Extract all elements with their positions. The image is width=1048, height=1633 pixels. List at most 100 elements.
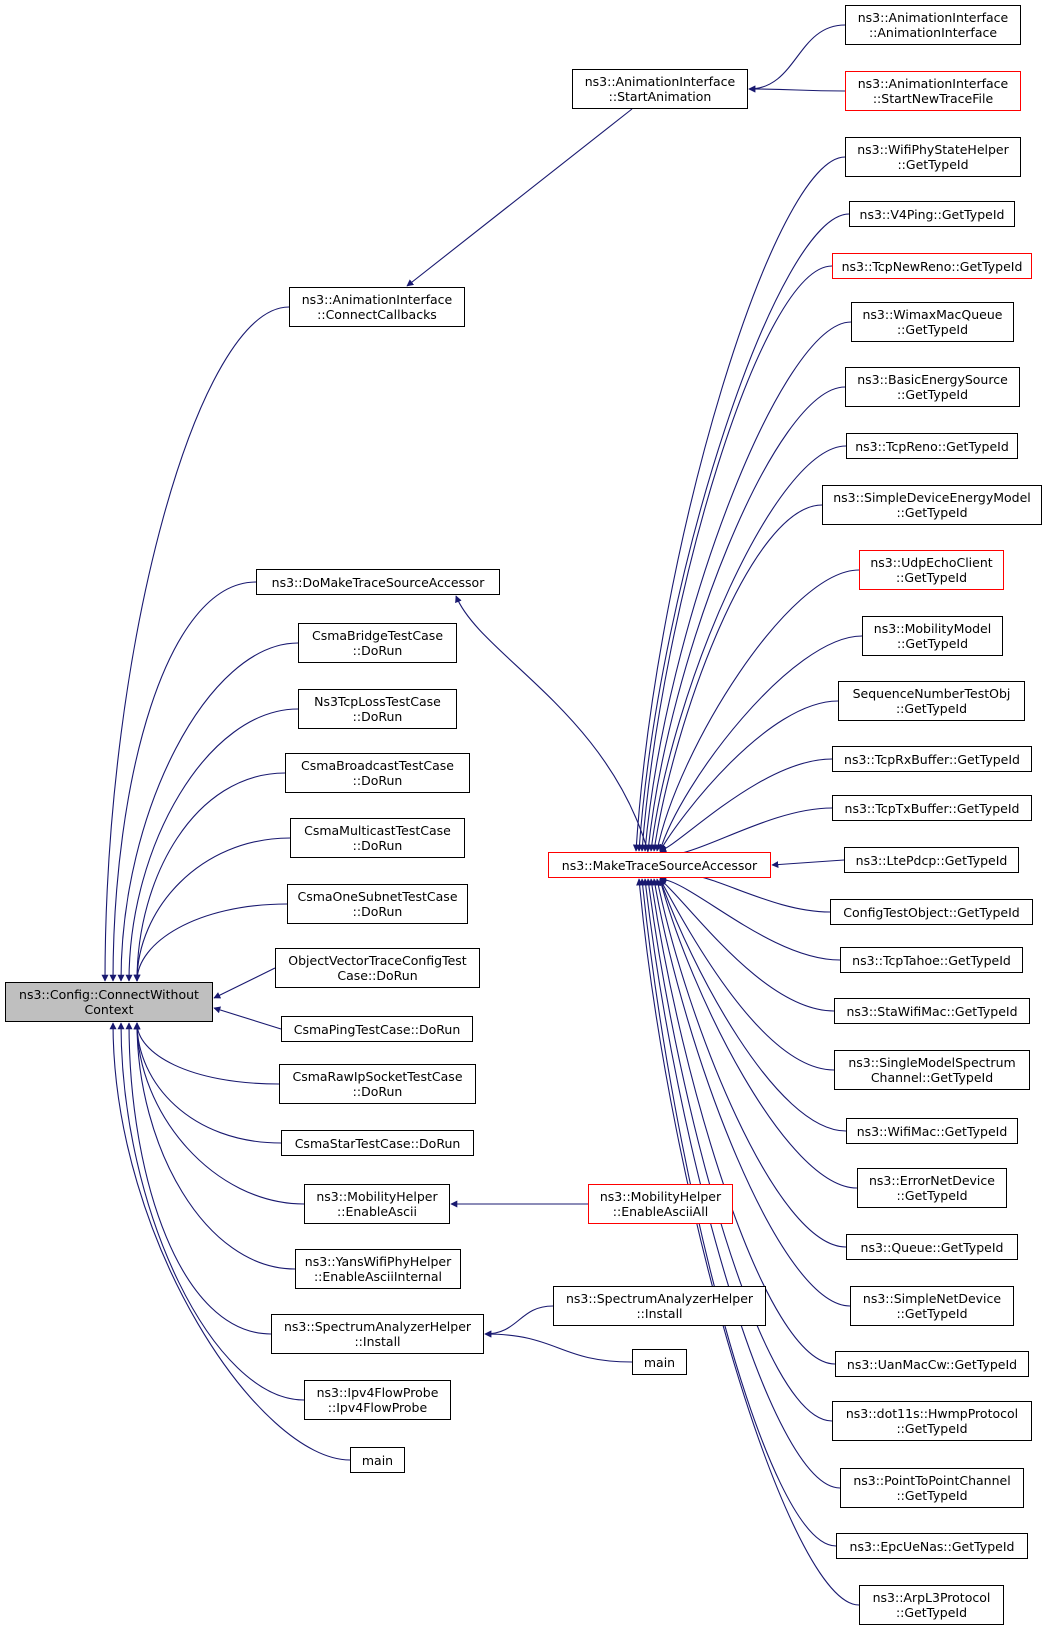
edge-g_wimaxq-to-mtsa xyxy=(642,321,852,852)
edge-g_simplenet-to-mtsa xyxy=(651,878,851,1307)
node-label-line: ns3::TcpReno::GetTypeId xyxy=(855,438,1009,454)
node-label-line: ns3::MobilityHelper xyxy=(599,1189,722,1204)
node-label-line: ::AnimationInterface xyxy=(868,25,998,40)
node-label-line: ns3::MakeTraceSourceAccessor xyxy=(561,857,758,873)
node-domake[interactable]: ns3::DoMakeTraceSourceAccessor xyxy=(256,569,500,595)
node-sah-inst[interactable]: ns3::SpectrumAnalyzerHelper::Install xyxy=(271,1314,484,1354)
edge-g_basicenergy-to-mtsa xyxy=(645,386,846,852)
node-label-line: ns3::YansWifiPhyHelper xyxy=(304,1254,452,1269)
node-label-line: ::DoRun xyxy=(352,904,403,919)
node-main-root[interactable]: main xyxy=(350,1447,405,1473)
edge-main-sa-to-sah-inst xyxy=(484,1330,633,1363)
node-ns3tcploss[interactable]: Ns3TcpLossTestCase::DoRun xyxy=(298,689,457,729)
node-label-line: ns3::SpectrumAnalyzerHelper xyxy=(565,1291,754,1306)
edge-g_wifimac-to-mtsa xyxy=(658,878,847,1132)
node-csma-star[interactable]: CsmaStarTestCase::DoRun xyxy=(281,1130,474,1156)
node-g-tcpreno[interactable]: ns3::TcpReno::GetTypeId xyxy=(846,433,1018,459)
node-label-line: ns3::dot11s::HwmpProtocol xyxy=(845,1406,1019,1421)
node-g-basicenergy[interactable]: ns3::BasicEnergySource::GetTypeId xyxy=(845,367,1020,407)
node-g-uanmaccw[interactable]: ns3::UanMacCw::GetTypeId xyxy=(835,1351,1029,1377)
node-main-sa[interactable]: main xyxy=(632,1349,687,1375)
node-g-tcprx[interactable]: ns3::TcpRxBuffer::GetTypeId xyxy=(832,746,1032,772)
node-g-simpledev[interactable]: ns3::SimpleDeviceEnergyModel::GetTypeId xyxy=(822,485,1042,525)
node-label-line: ::GetTypeId xyxy=(895,701,968,716)
edge-g_tcpnewreno-to-mtsa xyxy=(639,265,833,852)
node-csma-bcast[interactable]: CsmaBroadcastTestCase::DoRun xyxy=(285,753,470,793)
edge-ai_cc-to-root xyxy=(101,306,290,982)
edge-ai-ai-to-ai-sa xyxy=(748,24,846,93)
edge-mob_ea-to-root xyxy=(133,1022,305,1205)
node-label-line: Channel::GetTypeId xyxy=(870,1070,994,1085)
node-label-line: ns3::SpectrumAnalyzerHelper xyxy=(283,1319,472,1334)
node-label-line: ns3::TcpRxBuffer::GetTypeId xyxy=(844,751,1020,767)
node-g-hwmp[interactable]: ns3::dot11s::HwmpProtocol::GetTypeId xyxy=(832,1401,1032,1441)
node-ai-cc[interactable]: ns3::AnimationInterface::ConnectCallback… xyxy=(289,287,465,327)
node-label-line: ::EnableAscii xyxy=(337,1204,417,1219)
edge-g_v4ping-to-mtsa xyxy=(635,213,850,852)
edge-csma_bridge-to-root xyxy=(117,642,299,982)
node-g-seqnum[interactable]: SequenceNumberTestObj::GetTypeId xyxy=(838,681,1025,721)
node-g-mobmodel[interactable]: ns3::MobilityModel::GetTypeId xyxy=(862,616,1003,656)
node-mob-ea[interactable]: ns3::MobilityHelper::EnableAscii xyxy=(304,1184,450,1224)
node-label-line: ::Install xyxy=(354,1334,401,1349)
node-g-epcuenas[interactable]: ns3::EpcUeNas::GetTypeId xyxy=(836,1533,1028,1559)
node-g-p2pchan[interactable]: ns3::PointToPointChannel::GetTypeId xyxy=(840,1468,1024,1508)
node-g-simplenet[interactable]: ns3::SimpleNetDevice::GetTypeId xyxy=(850,1286,1014,1326)
node-csma-onesub[interactable]: CsmaOneSubnetTestCase::DoRun xyxy=(287,884,468,924)
node-sah-inst2[interactable]: ns3::SpectrumAnalyzerHelper::Install xyxy=(553,1286,766,1326)
edge-mtsa-to-domake xyxy=(455,595,649,853)
node-csma-bridge[interactable]: CsmaBridgeTestCase::DoRun xyxy=(298,623,457,663)
node-ipv4fp[interactable]: ns3::Ipv4FlowProbe::Ipv4FlowProbe xyxy=(304,1380,451,1420)
node-label-line: ns3::UanMacCw::GetTypeId xyxy=(846,1356,1018,1372)
node-g-tcpnewreno[interactable]: ns3::TcpNewReno::GetTypeId xyxy=(832,253,1032,279)
edge-g_seqnum-to-mtsa xyxy=(659,700,839,852)
node-csma-mcast[interactable]: CsmaMulticastTestCase::DoRun xyxy=(290,818,465,858)
node-label-line: CsmaPingTestCase::DoRun xyxy=(293,1021,461,1037)
node-label-line: main xyxy=(361,1452,394,1468)
node-label-line: Case::DoRun xyxy=(337,968,418,983)
node-ai-sa[interactable]: ns3::AnimationInterface::StartAnimation xyxy=(572,69,748,109)
node-label-line: ::StartNewTraceFile xyxy=(872,91,994,106)
node-g-wifiphystate[interactable]: ns3::WifiPhyStateHelper::GetTypeId xyxy=(845,137,1021,177)
edge-g_arpl3-to-mtsa xyxy=(636,878,860,1606)
node-csma-rawip[interactable]: CsmaRawIpSocketTestCase::DoRun xyxy=(279,1064,476,1104)
node-label-line: CsmaMulticastTestCase xyxy=(304,823,451,838)
edge-g_errornet-to-mtsa xyxy=(658,878,858,1189)
node-label-line: ns3::MobilityModel xyxy=(873,621,992,636)
node-label-line: ns3::V4Ping::GetTypeId xyxy=(859,206,1005,222)
node-g-configtest[interactable]: ConfigTestObject::GetTypeId xyxy=(830,899,1033,925)
node-mob-eaa[interactable]: ns3::MobilityHelper::EnableAsciiAll xyxy=(588,1184,733,1224)
edge-csma_ping-to-root xyxy=(213,1006,282,1030)
node-label-line: ::EnableAsciiInternal xyxy=(313,1269,443,1284)
node-label-line: ::ConnectCallbacks xyxy=(317,307,437,322)
node-g-errornet[interactable]: ns3::ErrorNetDevice::GetTypeId xyxy=(857,1168,1007,1208)
node-mtsa[interactable]: ns3::MakeTraceSourceAccessor xyxy=(548,852,771,878)
edge-g_p2pchan-to-mtsa xyxy=(642,878,841,1489)
node-label-line: ::GetTypeId xyxy=(895,570,968,585)
node-label-line: ::GetTypeId xyxy=(896,1306,968,1321)
node-label-line: ns3::StaWifiMac::GetTypeId xyxy=(846,1003,1018,1019)
node-g-queue[interactable]: ns3::Queue::GetTypeId xyxy=(846,1234,1018,1260)
node-ai-ai[interactable]: ns3::AnimationInterface::AnimationInterf… xyxy=(845,5,1021,45)
edge-sah_inst-to-root xyxy=(125,1022,272,1335)
edge-g_ltepdcp-to-mtsa xyxy=(771,859,845,869)
node-label-line: CsmaBroadcastTestCase xyxy=(301,758,454,773)
node-g-wimaxq[interactable]: ns3::WimaxMacQueue::GetTypeId xyxy=(851,302,1014,342)
node-yans[interactable]: ns3::YansWifiPhyHelper::EnableAsciiInter… xyxy=(295,1249,461,1289)
node-label-line: ns3::WimaxMacQueue xyxy=(862,307,1003,322)
node-g-stawifimac[interactable]: ns3::StaWifiMac::GetTypeId xyxy=(834,998,1030,1024)
node-ai-sntf[interactable]: ns3::AnimationInterface::StartNewTraceFi… xyxy=(845,71,1021,111)
node-g-tcptahoe[interactable]: ns3::TcpTahoe::GetTypeId xyxy=(840,947,1023,973)
node-g-wifimac[interactable]: ns3::WifiMac::GetTypeId xyxy=(846,1118,1018,1144)
node-g-ltepdcp[interactable]: ns3::LtePdcp::GetTypeId xyxy=(844,847,1019,873)
node-label-line: ns3::SingleModelSpectrum xyxy=(848,1055,1016,1070)
node-g-arpl3[interactable]: ns3::ArpL3Protocol::GetTypeId xyxy=(859,1585,1004,1625)
node-g-tcptx[interactable]: ns3::TcpTxBuffer::GetTypeId xyxy=(832,795,1032,821)
node-csma-ping[interactable]: CsmaPingTestCase::DoRun xyxy=(281,1016,473,1042)
node-g-udpecho[interactable]: ns3::UdpEchoClient::GetTypeId xyxy=(859,550,1004,590)
node-g-v4ping[interactable]: ns3::V4Ping::GetTypeId xyxy=(849,201,1015,227)
